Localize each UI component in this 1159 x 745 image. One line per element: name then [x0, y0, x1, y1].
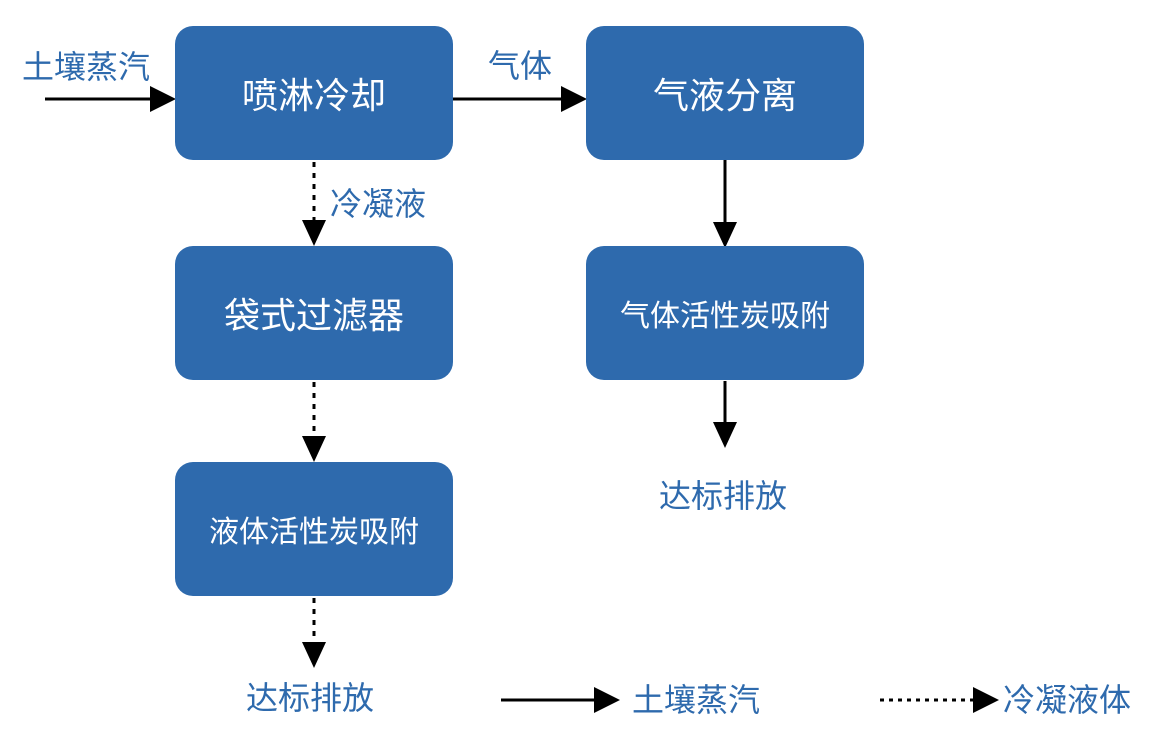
gas-arrow	[453, 86, 587, 112]
legend-solid-label: 土壤蒸汽	[632, 681, 761, 719]
legend-dotted-label: 冷凝液体	[1003, 681, 1132, 719]
gas-output-arrow	[713, 381, 737, 448]
input-label: 土壤蒸汽	[22, 48, 151, 86]
gas-label: 气体	[488, 47, 553, 85]
gas-liquid-separation-label: 气液分离	[652, 76, 797, 117]
condensate-label: 冷凝液	[330, 185, 427, 223]
legend-dotted-line	[880, 687, 999, 713]
bag-filter-node: 袋式过滤器	[175, 246, 453, 380]
separation-to-gas-arrow	[713, 160, 737, 248]
spray-cooling-node: 喷淋冷却	[175, 26, 453, 160]
liquid-output-arrow	[302, 598, 326, 668]
liquid-output-label: 达标排放	[246, 679, 375, 717]
gas-output-label: 达标排放	[659, 477, 788, 515]
gas-carbon-adsorption-node: 气体活性炭吸附	[586, 246, 864, 380]
liquid-carbon-adsorption-node: 液体活性炭吸附	[175, 462, 453, 596]
gas-carbon-adsorption-label: 气体活性炭吸附	[620, 299, 830, 334]
liquid-carbon-adsorption-label: 液体活性炭吸附	[209, 515, 419, 550]
legend-solid-line	[501, 687, 620, 713]
gas-liquid-separation-node: 气液分离	[586, 26, 864, 160]
spray-cooling-label: 喷淋冷却	[241, 76, 386, 117]
condensate-arrow	[302, 162, 326, 246]
input-arrow	[45, 86, 176, 112]
filter-to-liquid-arrow	[302, 382, 326, 462]
bag-filter-label: 袋式过滤器	[223, 296, 404, 337]
